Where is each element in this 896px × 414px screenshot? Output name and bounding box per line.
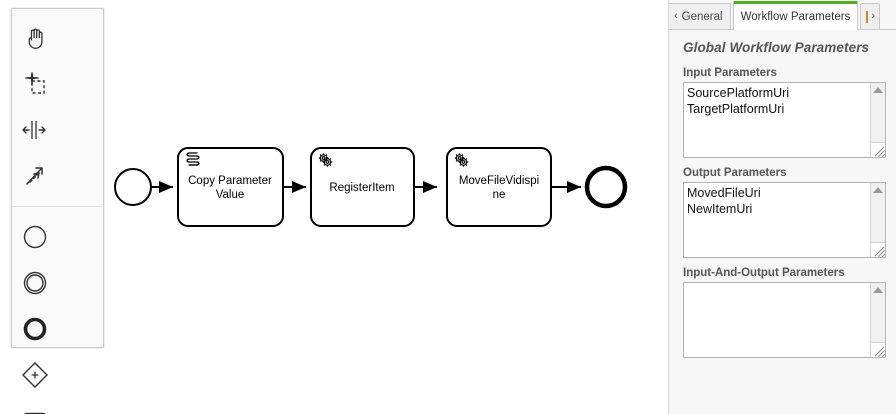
- input-and-output-parameters-label: Input-And-Output Parameters: [683, 267, 845, 279]
- list-item[interactable]: MovedFileUri: [687, 186, 761, 200]
- input-and-output-parameters-list[interactable]: [684, 283, 870, 357]
- resize-grip-icon[interactable]: [870, 142, 885, 157]
- task-label-line2: Value: [216, 189, 245, 201]
- script-task-icon: [186, 152, 200, 166]
- input-parameters-listbox[interactable]: SourcePlatformUri TargetPlatformUri: [683, 82, 886, 158]
- task-node-copy-parameter-value[interactable]: Copy Parameter Value: [177, 147, 284, 227]
- panel-title: Global Workflow Parameters: [683, 40, 870, 55]
- chevron-left-icon: ‹: [674, 10, 678, 22]
- output-parameters-listbox[interactable]: MovedFileUri NewItemUri: [683, 182, 886, 258]
- task-label-line2: ne: [493, 189, 506, 201]
- tab-more[interactable]: ›: [860, 3, 880, 29]
- output-parameters-label: Output Parameters: [683, 167, 787, 179]
- tab-label: Workflow Parameters: [740, 11, 851, 23]
- field-group-input-parameters: Input Parameters SourcePlatformUri Targe…: [683, 67, 886, 158]
- field-group-output-parameters: Output Parameters MovedFileUri NewItemUr…: [683, 167, 886, 258]
- input-and-output-parameters-listbox[interactable]: [683, 282, 886, 358]
- resize-grip-icon[interactable]: [870, 342, 885, 357]
- task-icon[interactable]: [12, 398, 58, 414]
- task-node-register-item[interactable]: RegisterItem: [310, 147, 415, 227]
- bpmn-diagram[interactable]: Copy Parameter Value RegisterItem: [0, 0, 668, 414]
- hand-tool-icon[interactable]: [12, 15, 58, 61]
- output-parameters-list[interactable]: MovedFileUri NewItemUri: [684, 183, 870, 257]
- scroll-up-icon[interactable]: [873, 187, 883, 193]
- tab-partial-marker: [866, 10, 869, 23]
- palette-tools-group: [12, 15, 103, 199]
- end-event-node[interactable]: [584, 165, 628, 209]
- service-task-icon: [318, 153, 333, 167]
- global-connect-tool-icon[interactable]: [12, 153, 58, 199]
- list-item[interactable]: TargetPlatformUri: [687, 102, 785, 116]
- input-parameters-label: Input Parameters: [683, 67, 777, 79]
- task-node-move-file-vidispine[interactable]: MoveFileVidispi ne: [446, 147, 552, 227]
- task-label: Copy Parameter: [188, 175, 272, 187]
- diagram-canvas[interactable]: Copy Parameter Value RegisterItem: [0, 0, 668, 414]
- scroll-up-icon[interactable]: [873, 87, 883, 93]
- tab-label: General: [681, 10, 723, 23]
- resize-grip-icon[interactable]: [870, 242, 885, 257]
- properties-panel-body: Global Workflow Parameters Input Paramet…: [669, 30, 896, 358]
- task-label: MoveFileVidispi: [459, 175, 539, 187]
- tab-general[interactable]: ‹ General: [669, 3, 731, 29]
- bpmn-palette[interactable]: [11, 8, 104, 414]
- gateway-icon[interactable]: [12, 352, 58, 398]
- properties-tabbar[interactable]: ‹ General Workflow Parameters ›: [669, 0, 896, 30]
- scroll-up-icon[interactable]: [873, 287, 883, 293]
- task-label: RegisterItem: [329, 182, 394, 194]
- properties-panel[interactable]: ‹ General Workflow Parameters › Global W…: [668, 0, 896, 414]
- chevron-right-icon: ›: [871, 10, 875, 22]
- start-event-node[interactable]: [114, 168, 152, 206]
- list-item[interactable]: SourcePlatformUri: [687, 86, 790, 100]
- lasso-tool-icon[interactable]: [12, 61, 58, 107]
- space-tool-icon[interactable]: [12, 107, 58, 153]
- service-task-icon: [454, 153, 469, 167]
- list-item[interactable]: NewItemUri: [687, 202, 753, 216]
- input-parameters-list[interactable]: SourcePlatformUri TargetPlatformUri: [684, 83, 870, 157]
- palette-shapes-group: [12, 206, 103, 414]
- field-group-input-and-output-parameters: Input-And-Output Parameters: [683, 267, 886, 358]
- tab-workflow-parameters[interactable]: Workflow Parameters: [732, 1, 859, 30]
- end-event-icon[interactable]: [12, 306, 58, 352]
- start-event-icon[interactable]: [12, 214, 58, 260]
- intermediate-event-icon[interactable]: [12, 260, 58, 306]
